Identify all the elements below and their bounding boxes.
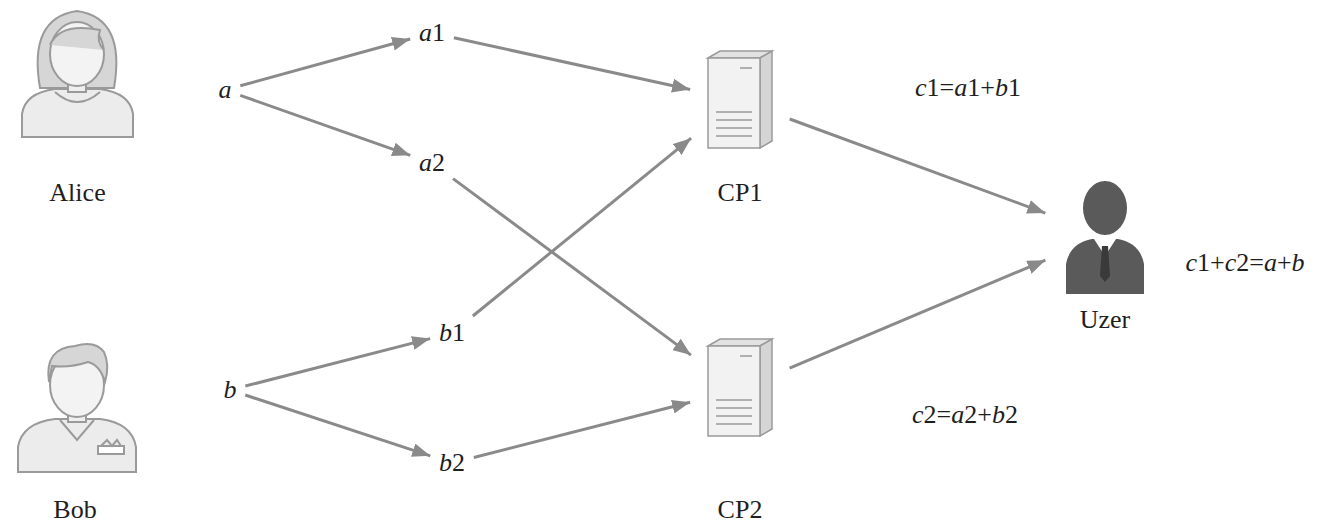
share-value: b1 <box>435 318 469 348</box>
arrow-connector <box>790 119 1046 213</box>
text-glyph: b <box>439 318 452 347</box>
node-label: b <box>224 375 237 405</box>
server-icon <box>708 51 772 148</box>
person-node: Bob <box>10 340 140 525</box>
edge-formula: c1=a1+b1 <box>912 73 1024 103</box>
server-node: CP2 <box>695 334 785 525</box>
text-glyph: + <box>1277 248 1292 277</box>
text-glyph: 1 <box>967 73 980 102</box>
node-label: a2 <box>419 148 445 178</box>
arrow-connector <box>245 339 430 386</box>
text-glyph: C <box>718 178 735 207</box>
arrow-connector <box>453 179 691 356</box>
text-glyph: P <box>735 495 749 524</box>
text-glyph: C <box>718 495 735 524</box>
text-glyph: e <box>1110 305 1122 334</box>
bob-figure <box>18 344 136 472</box>
text-glyph: 1 <box>927 73 940 102</box>
text-glyph: + <box>980 73 995 102</box>
arrow-connector <box>240 95 410 155</box>
arrow-connector <box>245 395 430 456</box>
text-glyph: 2 <box>924 400 937 429</box>
arrow-connector <box>474 402 690 457</box>
text-glyph: = <box>1249 248 1264 277</box>
text-glyph: c <box>912 400 924 429</box>
arrow-connector <box>240 39 410 86</box>
node-label: CP1 <box>718 178 763 208</box>
result-formula: c1+c2=a+b <box>1182 248 1307 278</box>
text-glyph: a <box>954 73 967 102</box>
text-glyph: 1 <box>749 178 762 207</box>
text-glyph: b <box>84 495 97 524</box>
text-glyph: b <box>1292 248 1305 277</box>
text-glyph: e <box>94 178 106 207</box>
node-label: a <box>219 75 232 105</box>
text-glyph: b <box>224 375 237 404</box>
share-value: a2 <box>415 148 449 178</box>
text-glyph: c <box>83 178 95 207</box>
text-glyph: U <box>1080 305 1099 334</box>
text-glyph: 1 <box>1197 248 1210 277</box>
text-glyph: a <box>219 75 232 104</box>
user-figure <box>1066 181 1144 294</box>
text-glyph: = <box>937 400 952 429</box>
text-glyph: 1 <box>452 318 465 347</box>
server-icon <box>708 339 772 436</box>
node-label: CP2 <box>718 495 763 525</box>
text-glyph: 1 <box>1008 73 1021 102</box>
text-glyph: + <box>977 400 992 429</box>
share-value: b2 <box>435 448 469 478</box>
text-glyph: B <box>53 495 70 524</box>
text-glyph: A <box>49 178 68 207</box>
text-glyph: = <box>940 73 955 102</box>
person-node: Alice <box>15 8 140 208</box>
user-node: Uzer <box>1050 175 1160 335</box>
node-label: Uzer <box>1080 305 1131 335</box>
server-node: CP1 <box>695 46 785 208</box>
text-glyph: c <box>915 73 927 102</box>
text-glyph: 2 <box>1236 248 1249 277</box>
text-glyph: a <box>1264 248 1277 277</box>
text-glyph: 2 <box>452 448 465 477</box>
text-glyph: 2 <box>749 495 762 524</box>
text-glyph: l <box>68 178 75 207</box>
text-glyph: o <box>71 495 84 524</box>
text-glyph: a <box>951 400 964 429</box>
share-value: a1 <box>415 18 449 48</box>
secret-value: b <box>220 375 241 405</box>
text-glyph: 1 <box>432 18 445 47</box>
text-glyph: c <box>1185 248 1197 277</box>
text-glyph: b <box>439 448 452 477</box>
text-glyph: + <box>1210 248 1225 277</box>
text-glyph: a <box>419 148 432 177</box>
text-glyph: a <box>419 18 432 47</box>
node-label: a1 <box>419 18 445 48</box>
node-label: b1 <box>439 318 465 348</box>
edge-formula: c2=a2+b2 <box>909 400 1021 430</box>
text-glyph: z <box>1099 305 1111 334</box>
text-glyph: i <box>75 178 82 207</box>
text-glyph: b <box>992 400 1005 429</box>
arrow-connector <box>473 138 691 316</box>
text-glyph: P <box>735 178 749 207</box>
node-label: Bob <box>53 495 96 525</box>
text-glyph: b <box>995 73 1008 102</box>
text-glyph: 2 <box>432 148 445 177</box>
text-glyph: r <box>1122 305 1131 334</box>
node-label: b2 <box>439 448 465 478</box>
arrow-connector <box>454 38 690 90</box>
text-glyph: 2 <box>964 400 977 429</box>
node-label: Alice <box>49 178 105 208</box>
text-glyph: 2 <box>1005 400 1018 429</box>
alice-figure <box>22 11 133 137</box>
arrow-connector <box>790 260 1046 368</box>
secret-value: a <box>215 75 236 105</box>
text-glyph: c <box>1225 248 1237 277</box>
